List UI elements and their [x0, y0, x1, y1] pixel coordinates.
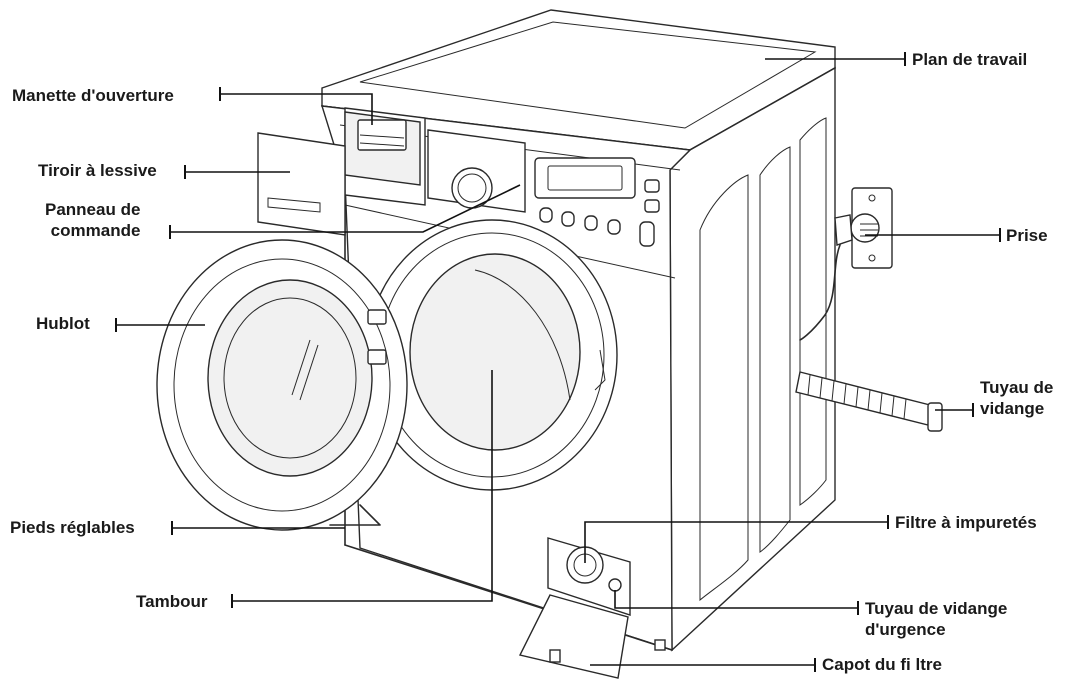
label-manette-ouverture: Manette d'ouverture [12, 86, 174, 105]
leader-lines [115, 52, 1001, 672]
label-prise: Prise [1006, 226, 1048, 245]
label-panneau-commande-line2: commande [50, 221, 141, 240]
detergent-drawer-drawing [257, 107, 426, 236]
plug-drawing [799, 187, 893, 341]
label-plan-de-travail: Plan de travail [912, 50, 1028, 69]
filter-drawing [518, 537, 631, 679]
feet-drawing [329, 504, 666, 651]
label-tuyau-vidange-line2: vidange [980, 399, 1045, 418]
label-tuyau-vidange: Tuyau de vidange [980, 377, 1053, 419]
label-tuyau-urgence-line2: d'urgence [865, 620, 946, 639]
label-capot-filtre: Capot du fi ltre [822, 655, 942, 674]
label-tuyau-urgence: Tuyau de vidange d'urgence [865, 598, 1007, 640]
label-tiroir-lessive: Tiroir à lessive [38, 161, 157, 180]
label-hublot: Hublot [36, 314, 90, 333]
side-panel-drawing [669, 66, 836, 652]
label-panneau-commande-line1: Panneau de [45, 200, 141, 219]
label-panneau-commande: Panneau de commande [45, 199, 140, 241]
label-filtre-impuretes: Filtre à impuretés [895, 513, 1037, 532]
control-panel-drawing [427, 129, 660, 247]
label-tambour: Tambour [136, 592, 208, 611]
label-pieds-reglables: Pieds réglables [10, 518, 135, 537]
label-tuyau-vidange-line1: Tuyau de [980, 378, 1054, 397]
label-tuyau-urgence-line1: Tuyau de vidange [865, 599, 1008, 618]
drum-drawing [366, 219, 618, 491]
door-drawing [156, 239, 408, 531]
